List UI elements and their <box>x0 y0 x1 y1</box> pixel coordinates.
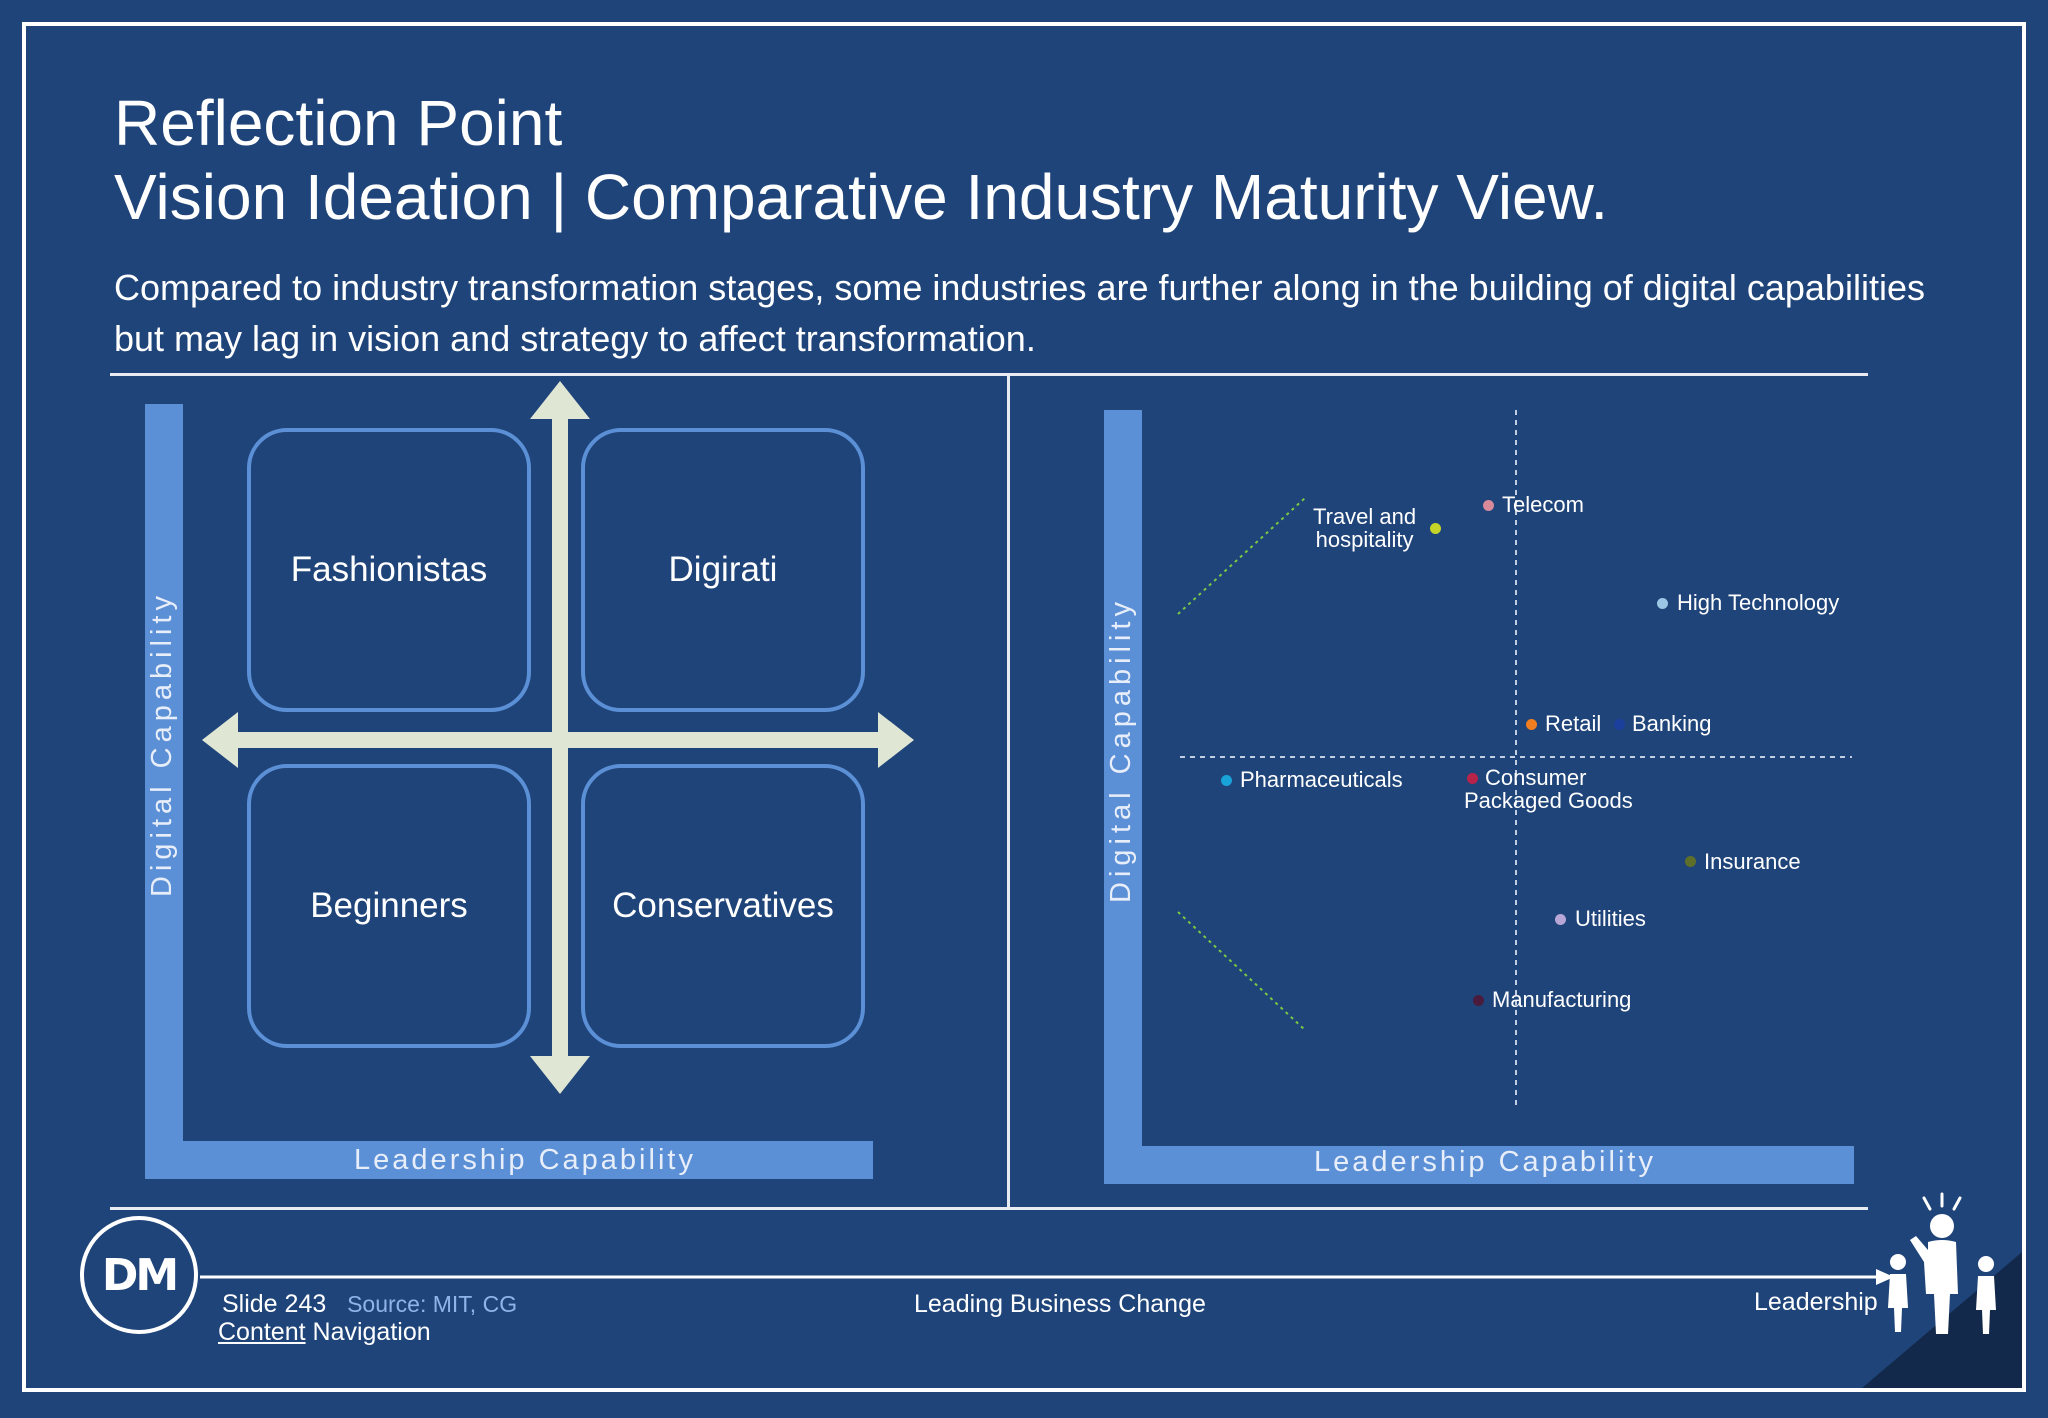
source: Source: MIT, CG <box>347 1291 518 1317</box>
slide-frame <box>22 22 2026 1392</box>
quadrant-fashionistas: Fashionistas <box>247 428 531 712</box>
dot-travel-hospitality <box>1430 523 1441 534</box>
left-y-axis-bar <box>145 404 183 1179</box>
label-consumer-packaged-goods: Consumer Packaged Goods <box>1464 766 1633 812</box>
footer-navigation: Content Navigation <box>218 1318 431 1347</box>
arrow-left-head <box>202 712 238 768</box>
quadrant-digirati: Digirati <box>581 428 865 712</box>
subtitle: Compared to industry transformation stag… <box>114 267 1925 359</box>
dot-retail <box>1526 719 1537 730</box>
arrow-up-head <box>530 381 590 419</box>
label-travel-hospitality: Travel and hospitality <box>1313 505 1416 551</box>
trend-line-upper <box>1177 497 1306 615</box>
footer-slide-info: Slide 243 Source: MIT, CG <box>222 1290 517 1319</box>
trend-line-lower <box>1177 911 1306 1031</box>
label-retail: Retail <box>1545 711 1602 736</box>
chart-guides <box>1177 410 1852 1110</box>
dot-insurance <box>1685 856 1696 867</box>
center-divider <box>1007 376 1010 1207</box>
quadrant-conservatives: Conservatives <box>581 764 865 1048</box>
top-divider <box>110 373 1868 376</box>
dot-telecom <box>1483 500 1494 511</box>
label-banking: Banking <box>1632 711 1712 736</box>
quadrant-label: Conservatives <box>612 886 834 925</box>
leadership-label: Leadership <box>1754 1288 1878 1316</box>
logo[interactable]: DM <box>80 1216 198 1334</box>
label-line: hospitality <box>1315 527 1414 552</box>
right-x-axis-bar <box>1104 1146 1854 1184</box>
logo-text: DM <box>101 1249 179 1301</box>
label-telecom: Telecom <box>1502 492 1584 517</box>
navigation-link[interactable]: Navigation <box>312 1318 431 1346</box>
dot-banking <box>1614 719 1625 730</box>
left-x-axis-bar <box>145 1141 873 1179</box>
label-line: Consumer <box>1485 765 1587 790</box>
title-line-2: Vision Ideation | Comparative Industry M… <box>114 161 1609 233</box>
leading-business-change: Leading Business Change <box>914 1290 1206 1318</box>
left-y-axis-label: Digital Capability <box>146 591 178 897</box>
quadrant-label: Digirati <box>668 550 778 589</box>
leadership-people-icon <box>1888 1192 1996 1334</box>
slide-number: Slide 243 <box>222 1290 327 1318</box>
horizontal-arrow-shaft <box>235 732 885 748</box>
dot-utilities <box>1555 914 1566 925</box>
label-utilities: Utilities <box>1575 906 1646 931</box>
label-manufacturing: Manufacturing <box>1492 987 1632 1012</box>
dot-consumer-packaged-goods <box>1467 773 1478 784</box>
quadrant-cross-arrows <box>202 381 914 1094</box>
label-high-technology: High Technology <box>1677 590 1840 615</box>
arrow-down-head <box>530 1056 590 1094</box>
right-x-axis-label: Leadership Capability <box>1314 1146 1656 1178</box>
label-pharmaceuticals: Pharmaceuticals <box>1240 767 1403 792</box>
right-y-axis-bar <box>1104 410 1142 1184</box>
content-link[interactable]: Content <box>218 1318 306 1346</box>
label-line: Travel and <box>1313 504 1417 529</box>
dot-manufacturing <box>1473 995 1484 1006</box>
dot-high-technology <box>1657 598 1668 609</box>
left-x-axis-label: Leadership Capability <box>354 1144 696 1176</box>
quadrant-label: Beginners <box>310 886 468 925</box>
footer-arrow-line <box>200 1269 1894 1285</box>
title-line-1: Reflection Point <box>114 87 563 159</box>
quadrant-beginners: Beginners <box>247 764 531 1048</box>
quadrant-label: Fashionistas <box>290 550 488 589</box>
dot-pharmaceuticals <box>1221 775 1232 786</box>
label-insurance: Insurance <box>1704 849 1801 874</box>
arrow-right-head <box>878 712 914 768</box>
label-line: Packaged Goods <box>1464 788 1633 813</box>
bottom-divider <box>110 1207 1868 1210</box>
